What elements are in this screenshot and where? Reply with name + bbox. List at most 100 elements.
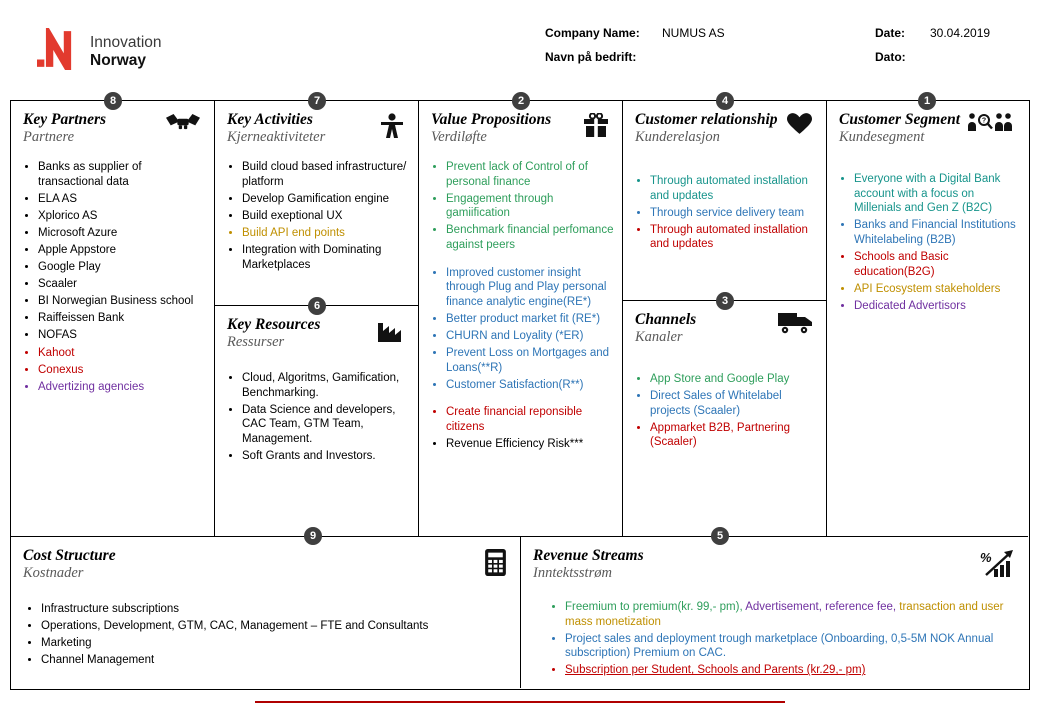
canvas-item: NOFAS bbox=[38, 328, 206, 343]
section-revenue-streams: Revenue Streams Inntektsstrøm % Freemium… bbox=[521, 536, 1028, 688]
canvas-item: Dedicated Advertisors bbox=[854, 299, 1020, 314]
canvas-item: Everyone with a Digital Bank account wit… bbox=[854, 172, 1020, 216]
canvas-item: Improved customer insight through Plug a… bbox=[446, 266, 614, 310]
canvas-item: Build exeptional UX bbox=[242, 209, 410, 224]
canvas-item: App Store and Google Play bbox=[650, 372, 818, 387]
percent-growth-icon: % bbox=[980, 549, 1014, 577]
gift-icon bbox=[584, 113, 608, 137]
canvas-item: Xplorico AS bbox=[38, 209, 206, 224]
canvas-item: Develop Gamification engine bbox=[242, 192, 410, 207]
canvas-item: Banks and Financial Institutions Whitela… bbox=[854, 218, 1020, 247]
canvas-item: Through automated installation and updat… bbox=[650, 223, 818, 252]
section-value-propositions: Value Propositions Verdiløfte Prevent la… bbox=[419, 101, 623, 536]
canvas-item: Schools and Basic education(B2G) bbox=[854, 250, 1020, 279]
canvas-item: Apple Appstore bbox=[38, 243, 206, 258]
calculator-icon bbox=[485, 549, 506, 576]
badge-customer-relationship: 4 bbox=[716, 92, 734, 110]
canvas-item: Subscription per Student, Schools and Pa… bbox=[565, 663, 1008, 678]
logo-text-line2: Norway bbox=[90, 51, 146, 69]
value-propositions-title: Value Propositions bbox=[431, 111, 552, 128]
canvas-item: Channel Management bbox=[41, 653, 512, 668]
canvas-item: Cloud, Algoritms, Gamification, Benchmar… bbox=[242, 371, 410, 400]
canvas-item: Better product market fit (RE*) bbox=[446, 312, 614, 327]
canvas-item: Build cloud based infrastructure/ platfo… bbox=[242, 160, 410, 189]
badge-key-activities: 7 bbox=[308, 92, 326, 110]
factory-icon bbox=[376, 318, 404, 342]
canvas-item: Benchmark financial perfomance against p… bbox=[446, 223, 614, 252]
badge-value-propositions: 2 bbox=[512, 92, 530, 110]
canvas-item: BI Norwegian Business school bbox=[38, 294, 206, 309]
section-key-partners: Key Partners Partnere Banks as supplier … bbox=[11, 101, 215, 536]
canvas-item: Soft Grants and Investors. bbox=[242, 449, 410, 464]
canvas-item: Through service delivery team bbox=[650, 206, 818, 221]
canvas-item: ELA AS bbox=[38, 192, 206, 207]
value-propositions-subtitle: Verdiløfte bbox=[431, 129, 487, 145]
revenue-streams-subtitle: Inntektsstrøm bbox=[533, 565, 612, 581]
canvas-item: Appmarket B2B, Partnering (Scaaler) bbox=[650, 421, 818, 450]
canvas-item: Create financial reponsible citizens bbox=[446, 405, 614, 434]
canvas-item: CHURN and Loyality (*ER) bbox=[446, 329, 614, 344]
canvas-item: Through automated installation and updat… bbox=[650, 174, 818, 203]
canvas-item: Engagement through gamiification bbox=[446, 192, 614, 221]
canvas-item: Banks as supplier of transactional data bbox=[38, 160, 206, 189]
canvas-item: Marketing bbox=[41, 636, 512, 651]
badge-cost-structure: 9 bbox=[304, 527, 322, 545]
logo-text-line1: Innovation bbox=[90, 34, 162, 52]
canvas-item: API Ecosystem stakeholders bbox=[854, 282, 1020, 297]
canvas-item: Kahoot bbox=[38, 346, 206, 361]
canvas-item: Integration with Dominating Marketplaces bbox=[242, 243, 410, 272]
canvas-item: Conexus bbox=[38, 363, 206, 378]
date-label: Date: bbox=[875, 26, 906, 40]
customer-relationship-subtitle: Kunderelasjon bbox=[635, 129, 720, 145]
key-resources-list: Cloud, Algoritms, Gamification, Benchmar… bbox=[215, 371, 418, 464]
section-customer-segment: Customer Segment Kundesegment ? Everyone… bbox=[827, 101, 1028, 536]
badge-customer-segment: 1 bbox=[918, 92, 936, 110]
svg-text:%: % bbox=[980, 550, 992, 565]
section-cost-structure: Cost Structure Kostnader Infrastructure … bbox=[11, 536, 521, 688]
key-activities-subtitle: Kjerneaktiviteter bbox=[227, 129, 326, 145]
badge-revenue-streams: 5 bbox=[711, 527, 729, 545]
canvas-item: Scaaler bbox=[38, 277, 206, 292]
company-name-value: NUMUS AS bbox=[662, 26, 725, 40]
value-propositions-list: Prevent lack of Control of of personal f… bbox=[419, 160, 622, 452]
badge-key-partners: 8 bbox=[104, 92, 122, 110]
svg-text:?: ? bbox=[982, 118, 986, 125]
canvas-item: Revenue Efficiency Risk*** bbox=[446, 437, 614, 452]
customer-segment-subtitle: Kundesegment bbox=[839, 129, 925, 145]
key-activities-title: Key Activities bbox=[227, 111, 313, 128]
channels-list: App Store and Google PlayDirect Sales of… bbox=[623, 372, 826, 450]
canvas-item: Build API end points bbox=[242, 226, 410, 241]
canvas-item: Project sales and deployment trough mark… bbox=[565, 632, 1008, 661]
customer-segment-title: Customer Segment bbox=[839, 111, 961, 128]
company-name-label: Company Name: bbox=[545, 26, 640, 40]
customer-segment-list: Everyone with a Digital Bank account wit… bbox=[827, 172, 1028, 313]
canvas-item: Raiffeissen Bank bbox=[38, 311, 206, 326]
canvas-item: Prevent Loss on Mortgages and Loans(**R) bbox=[446, 346, 614, 375]
key-activities-list: Build cloud based infrastructure/ platfo… bbox=[215, 160, 418, 272]
cost-structure-title: Cost Structure bbox=[23, 547, 116, 564]
canvas-item: Operations, Development, GTM, CAC, Manag… bbox=[41, 619, 512, 634]
cost-structure-subtitle: Kostnader bbox=[23, 565, 84, 581]
badge-channels: 3 bbox=[716, 292, 734, 310]
canvas-item: Advertizing agencies bbox=[38, 380, 206, 395]
canvas-item: Freemium to premium(kr. 99,- pm), Advert… bbox=[565, 600, 1008, 629]
section-key-activities: Key Activities Kjerneaktiviteter Build c… bbox=[215, 101, 419, 306]
date-value: 30.04.2019 bbox=[930, 26, 991, 40]
customer-relationship-list: Through automated installation and updat… bbox=[623, 174, 826, 252]
key-resources-subtitle: Ressurser bbox=[227, 334, 285, 350]
channels-subtitle: Kanaler bbox=[635, 329, 683, 345]
bottom-red-line bbox=[255, 701, 785, 703]
canvas-item: Customer Satisfaction(R**) bbox=[446, 378, 614, 393]
company-name-label-norwegian: Navn på bedrift: bbox=[545, 50, 637, 64]
revenue-streams-title: Revenue Streams bbox=[533, 547, 644, 564]
key-resources-title: Key Resources bbox=[227, 316, 321, 333]
canvas-item: Prevent lack of Control of of personal f… bbox=[446, 160, 614, 189]
canvas-item: Infrastructure subscriptions bbox=[41, 602, 512, 617]
badge-key-resources: 6 bbox=[308, 297, 326, 315]
business-model-canvas: Key Partners Partnere Banks as supplier … bbox=[10, 92, 1030, 690]
section-channels: Channels Kanaler App Store and Google Pl… bbox=[623, 301, 827, 536]
channels-title: Channels bbox=[635, 311, 697, 328]
key-partners-title: Key Partners bbox=[23, 111, 107, 128]
innovation-norway-logo-mark bbox=[36, 22, 80, 81]
canvas-item: Google Play bbox=[38, 260, 206, 275]
